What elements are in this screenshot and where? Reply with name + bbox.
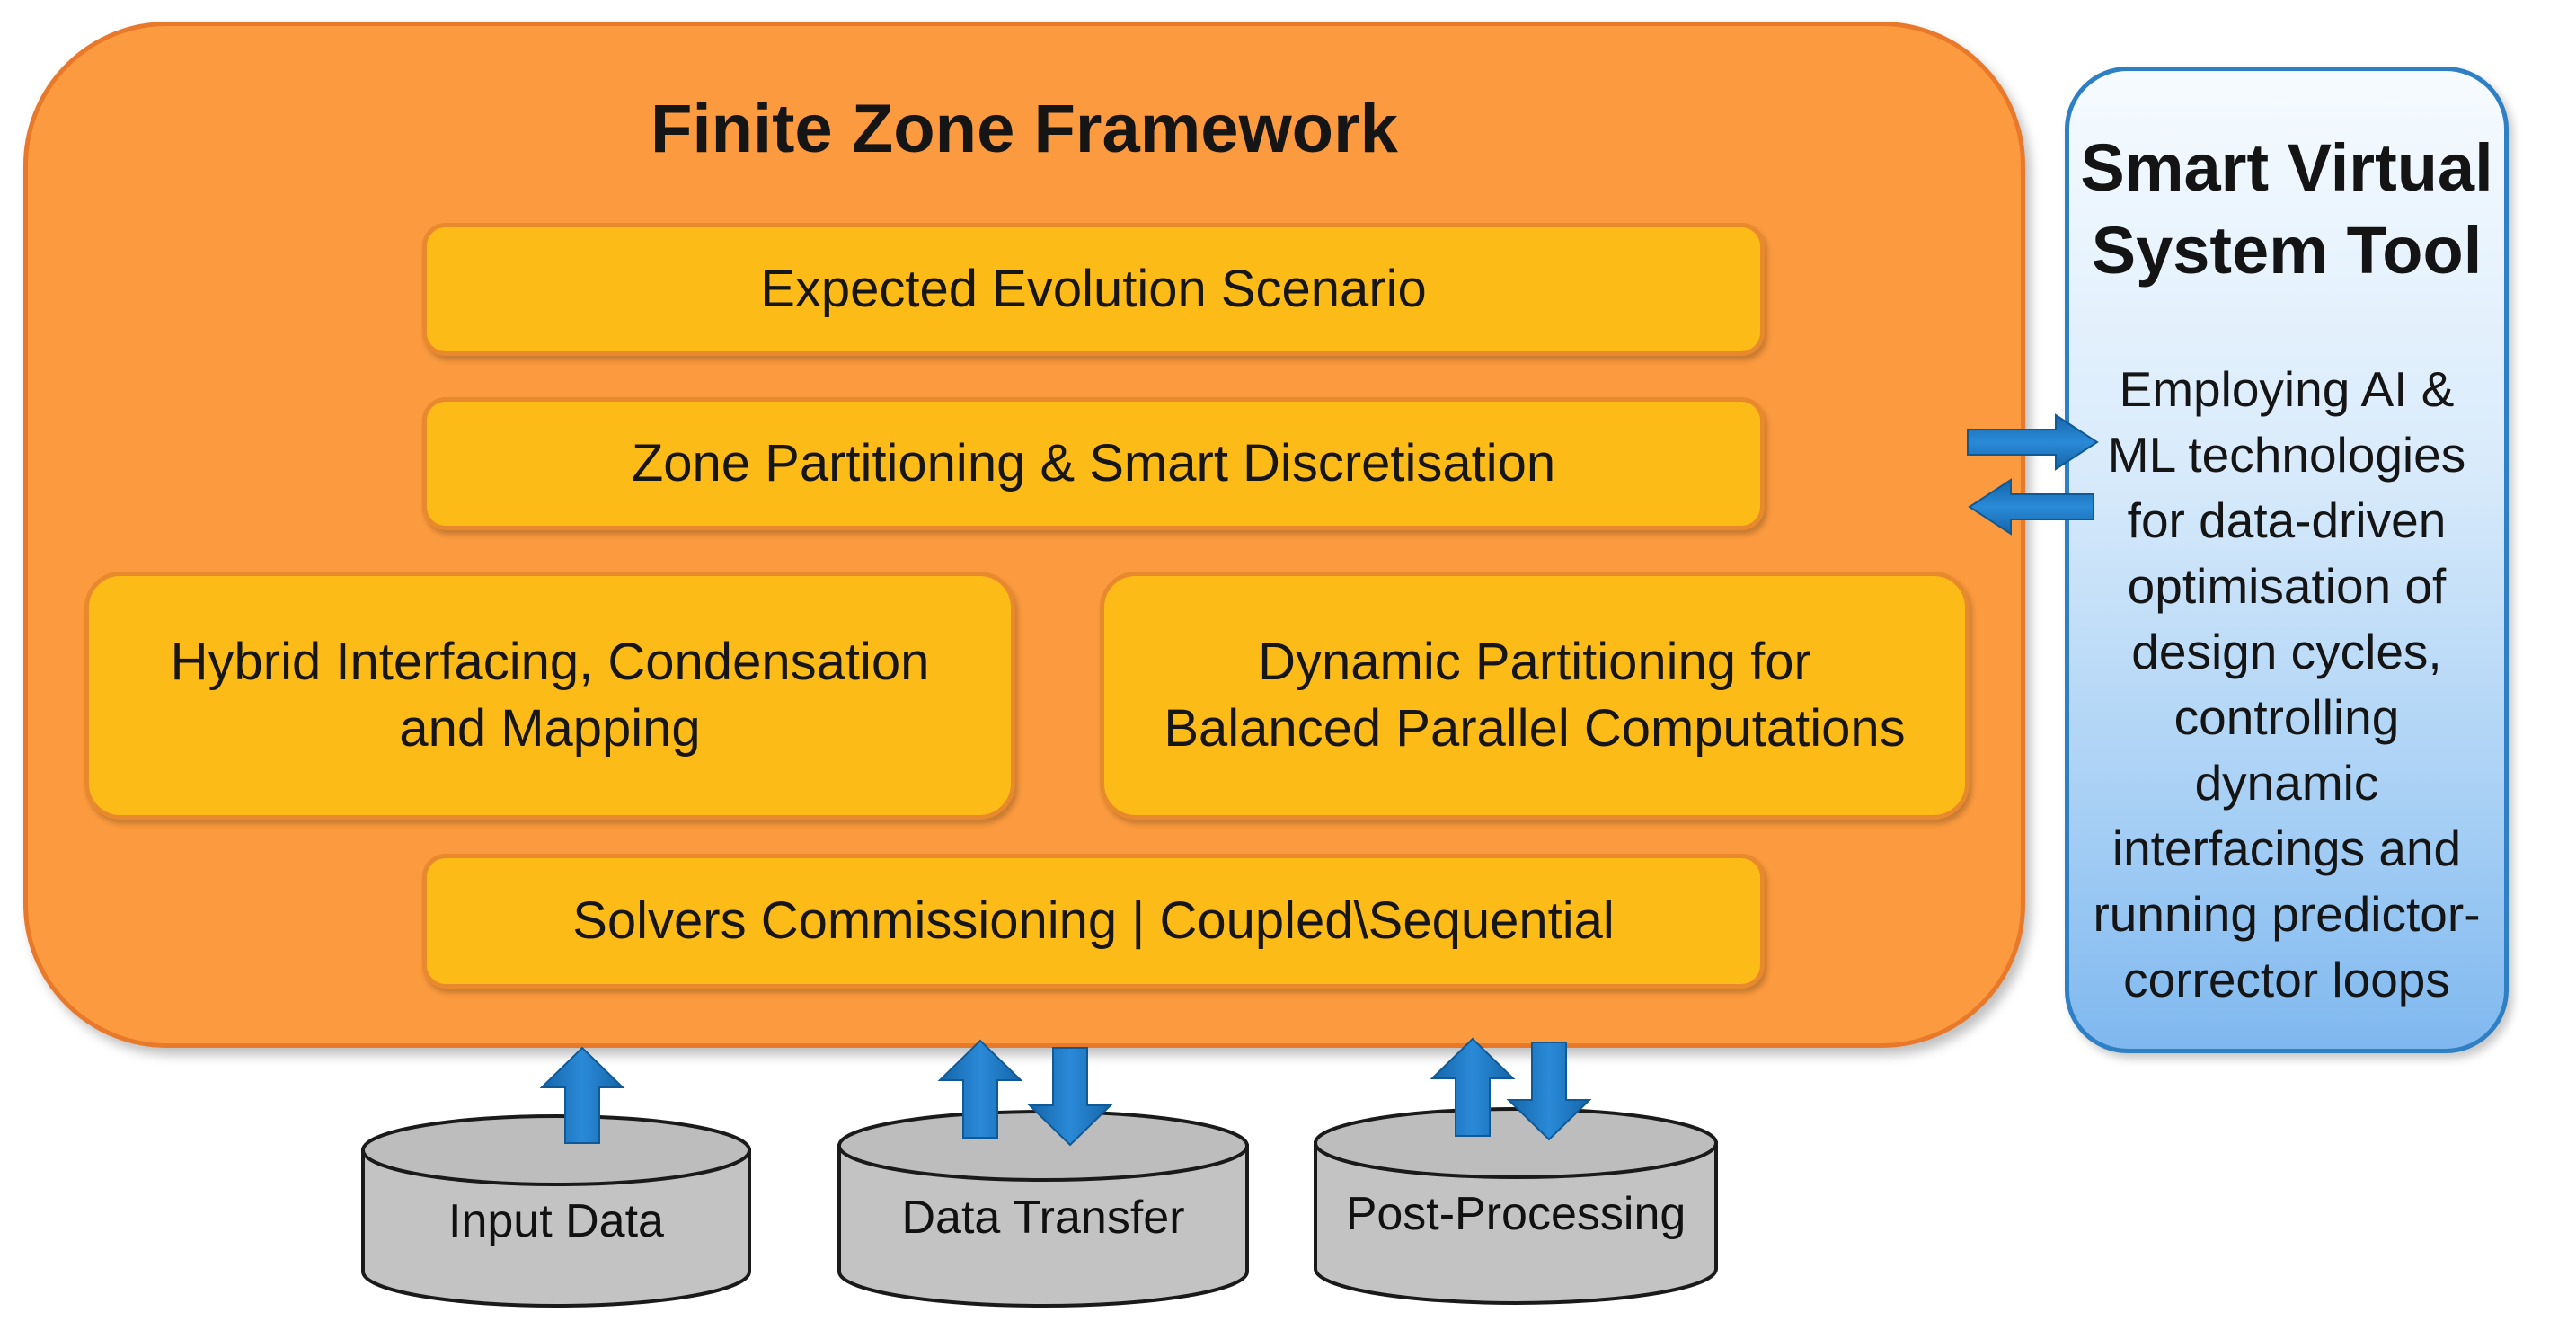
smart-tool-desc-line-3: for data-driven: [2127, 492, 2447, 548]
smart-virtual-system-tool-panel: Smart Virtual System Tool Employing AI &…: [2065, 66, 2509, 1053]
smart-tool-desc-line-2: ML technologies: [2107, 427, 2466, 483]
input-data-label: Input Data: [448, 1195, 664, 1247]
smart-tool-desc-line-9: running predictor-: [2093, 886, 2481, 942]
framework-title: Finite Zone Framework: [651, 91, 1398, 167]
dynamic-label-line-2: Balanced Parallel Computations: [1164, 699, 1906, 758]
zone-partitioning-label: Zone Partitioning & Smart Discretisation: [631, 434, 1556, 492]
hybrid-label-line-2: and Mapping: [399, 699, 701, 758]
smart-tool-description: Employing AI & ML technologies for data-…: [2069, 357, 2504, 1013]
up-arrow-icon: [937, 1039, 1023, 1139]
smart-tool-desc-line-6: controlling: [2173, 689, 2400, 745]
left-arrow-icon: [1968, 478, 2094, 536]
up-arrow-icon: [1430, 1037, 1516, 1137]
smart-tool-title-line-1: Smart Virtual: [2080, 130, 2493, 205]
down-arrow-icon: [1027, 1047, 1113, 1147]
smart-tool-desc-line-7: dynamic: [2194, 755, 2379, 811]
smart-tool-desc-line-5: design cycles,: [2131, 624, 2442, 679]
data-transfer-label: Data Transfer: [901, 1192, 1184, 1244]
expected-evolution-scenario-box: Expected Evolution Scenario: [422, 223, 1765, 356]
solvers-commissioning-box: Solvers Commissioning | Coupled\Sequenti…: [422, 854, 1765, 989]
hybrid-interfacing-box: Hybrid Interfacing, Condensation and Map…: [84, 572, 1015, 820]
post-processing-label: Post-Processing: [1346, 1188, 1686, 1240]
right-arrow-icon: [1967, 413, 2099, 471]
input-data-cylinder: [361, 1114, 751, 1308]
post-processing-cylinder: [1314, 1107, 1718, 1305]
dynamic-partitioning-box: Dynamic Partitioning for Balanced Parall…: [1100, 572, 1970, 820]
hybrid-label-line-1: Hybrid Interfacing, Condensation: [170, 633, 930, 691]
smart-tool-desc-line-1: Employing AI &: [2119, 361, 2455, 417]
smart-tool-title: Smart Virtual System Tool: [2069, 127, 2504, 292]
evolution-label: Expected Evolution Scenario: [760, 260, 1427, 318]
up-arrow-icon: [539, 1046, 625, 1144]
smart-tool-desc-line-10: corrector loops: [2123, 952, 2450, 1007]
smart-tool-desc-line-4: optimisation of: [2127, 558, 2447, 614]
smart-tool-title-line-2: System Tool: [2091, 213, 2483, 288]
data-transfer-cylinder: [837, 1110, 1249, 1308]
down-arrow-icon: [1506, 1042, 1592, 1141]
zone-partitioning-box: Zone Partitioning & Smart Discretisation: [422, 397, 1765, 530]
dynamic-label-line-1: Dynamic Partitioning for: [1258, 633, 1811, 691]
smart-tool-desc-line-8: interfacings and: [2111, 820, 2462, 876]
solvers-label: Solvers Commissioning | Coupled\Sequenti…: [572, 891, 1615, 950]
